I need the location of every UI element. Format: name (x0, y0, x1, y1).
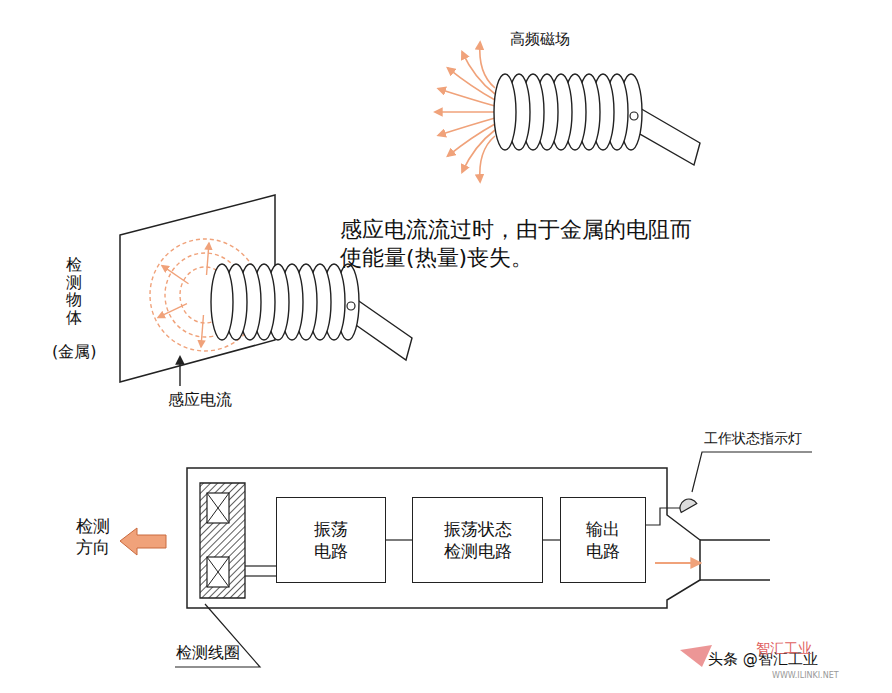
proximity-sensor (494, 74, 700, 165)
label: 工作状态指示灯 (704, 430, 802, 448)
cable (700, 579, 770, 581)
box-text: 振荡状态 检测电路 (439, 518, 516, 562)
signal-arrow (655, 562, 700, 564)
label: (金属) (52, 342, 96, 362)
coil-winding (207, 493, 229, 523)
coil-ring (211, 264, 233, 340)
induced-current (150, 239, 260, 351)
connector (386, 539, 412, 540)
label: 检测物体 (66, 256, 82, 326)
sensor-housing (187, 468, 700, 608)
magnetic-field (435, 42, 495, 181)
label: WWW.ILINKI.NET (772, 671, 839, 681)
box-text: 振荡 电路 (310, 518, 353, 562)
label: 感应电流 (168, 390, 232, 410)
process-box: 振荡 电路 (276, 497, 386, 583)
process-box: 输出 电路 (560, 497, 646, 583)
coil-winding (207, 557, 229, 587)
connector (543, 539, 560, 540)
proximity-sensor (211, 264, 412, 360)
cable (700, 539, 770, 541)
process-box: 振荡状态 检测电路 (412, 497, 543, 583)
pointer-arrow (179, 357, 180, 386)
leader-line (175, 604, 260, 667)
lamp-wire (645, 508, 680, 525)
label: 检测线圈 (176, 643, 240, 663)
hole (630, 112, 638, 120)
label: 感应电流流过时，由于金属的电阻而 使能量(热量)丧失。 (340, 216, 702, 271)
box-text: 输出 电路 (582, 518, 625, 562)
direction-arrow (120, 528, 166, 555)
label: 检测 方向 (76, 516, 114, 559)
watermark-logo (680, 645, 712, 667)
hole (347, 302, 355, 310)
metal-plate (120, 195, 275, 382)
coil-ring (494, 74, 516, 150)
label: 智汇工业 (756, 640, 812, 658)
label: 高频磁场 (510, 30, 570, 49)
leader-line (692, 452, 812, 492)
detection-coil (200, 483, 245, 598)
indicator-lamp (677, 496, 697, 513)
